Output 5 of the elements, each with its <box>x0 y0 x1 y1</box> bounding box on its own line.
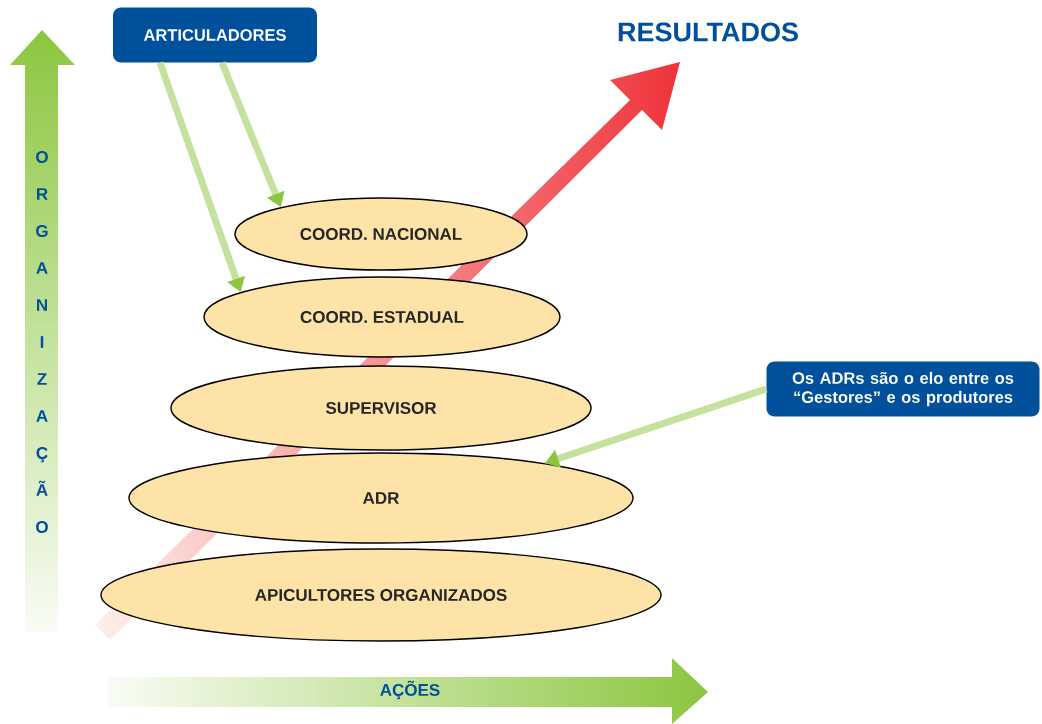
axis-label: AÇÕES <box>380 680 440 700</box>
heading: RESULTADOS <box>618 22 798 42</box>
axis-label: ORGANIZAÇÃO <box>36 151 48 534</box>
label-box: Os ADRs são o elo entre os “Gestores” e os produtores <box>766 361 1040 417</box>
label-box: ARTICULADORES <box>113 7 317 63</box>
